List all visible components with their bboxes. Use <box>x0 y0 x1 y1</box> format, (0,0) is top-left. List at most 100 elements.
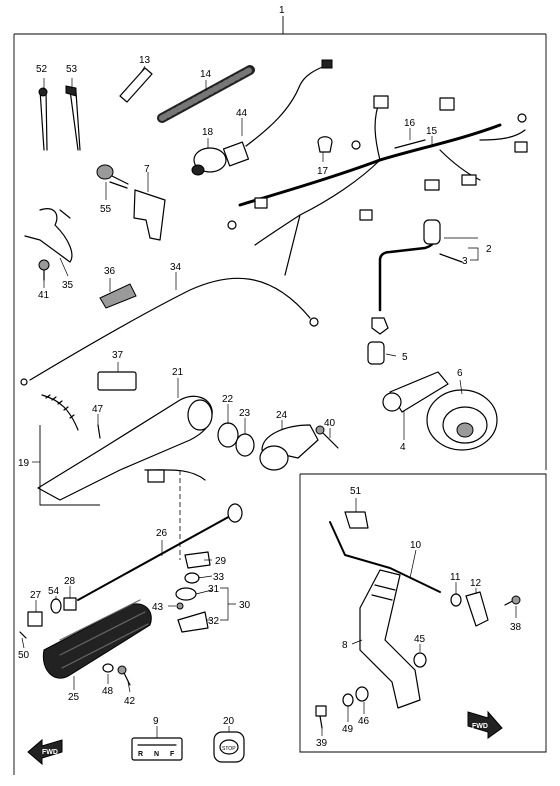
bracket-7 <box>133 189 166 241</box>
callout-47: 47 <box>92 404 104 415</box>
joint-5 <box>367 341 385 365</box>
washer-46 <box>355 686 369 702</box>
callout-46: 46 <box>358 716 370 727</box>
callout-36: 36 <box>104 266 116 277</box>
screw-42 <box>117 665 131 686</box>
callout-21: 21 <box>172 367 184 378</box>
callout-44: 44 <box>236 108 248 119</box>
bushing-22 <box>217 422 239 448</box>
stopper-24 <box>259 424 319 471</box>
shift-label-f: F <box>170 751 175 758</box>
shaft-26 <box>77 503 243 601</box>
callout-51: 51 <box>350 486 362 497</box>
throttle-cable-34 <box>20 277 319 386</box>
callout-45: 45 <box>414 634 426 645</box>
callout-32: 32 <box>208 616 220 627</box>
bolt-38 <box>504 595 521 606</box>
pulley-6 <box>426 389 498 451</box>
bushing-23 <box>235 433 255 457</box>
callout-18: 18 <box>202 127 214 138</box>
callout-29: 29 <box>215 556 227 567</box>
callout-17: 17 <box>317 166 329 177</box>
callout-23: 23 <box>239 408 251 419</box>
grip-25 <box>42 599 152 679</box>
callout-22: 22 <box>222 394 234 405</box>
callout-26: 26 <box>156 528 168 539</box>
lever-12 <box>465 591 489 627</box>
grommet-17 <box>317 136 333 153</box>
washer-49 <box>342 693 354 707</box>
callout-33: 33 <box>213 572 225 583</box>
callout-19: 19 <box>18 458 30 469</box>
stop-button-label: STOP <box>222 746 236 752</box>
callout-7: 7 <box>144 164 150 175</box>
callout-31: 31 <box>208 584 220 595</box>
screw-43 <box>176 602 184 610</box>
pin-47 <box>97 424 101 439</box>
corrugated-tube-14 <box>157 65 255 123</box>
callout-5: 5 <box>402 352 408 363</box>
callout-27: 27 <box>30 590 42 601</box>
stop-switch-18 <box>191 59 333 176</box>
callout-50: 50 <box>18 650 30 661</box>
tube-13 <box>119 67 153 103</box>
callout-1: 1 <box>279 5 285 16</box>
callout-53: 53 <box>66 64 78 75</box>
leader-lines <box>21 65 517 738</box>
bolt-39 <box>315 705 327 729</box>
washer-48 <box>102 663 114 673</box>
callout-34: 34 <box>170 262 182 273</box>
callout-35: 35 <box>62 280 74 291</box>
tie-strap-53 <box>65 85 81 151</box>
plate-31 <box>175 587 197 601</box>
bush-28 <box>63 597 77 611</box>
callout-28: 28 <box>64 576 76 587</box>
callout-55: 55 <box>100 204 112 215</box>
friction-32 <box>177 611 209 633</box>
callout-40: 40 <box>324 418 336 429</box>
callout-20: 20 <box>223 716 235 727</box>
cable-16 <box>394 139 426 149</box>
plate-37 <box>97 371 137 391</box>
callout-37: 37 <box>112 350 124 361</box>
shift-rod-10 <box>329 521 441 593</box>
lever-4 <box>382 371 449 413</box>
shift-assembly-frame <box>299 473 547 753</box>
callout-38: 38 <box>510 622 522 633</box>
callout-43: 43 <box>152 602 164 613</box>
shift-lever-8 <box>359 569 421 709</box>
callout-48: 48 <box>102 686 114 697</box>
bolt-55 <box>96 164 129 189</box>
callout-41: 41 <box>38 290 50 301</box>
fwd-right-label: FWD <box>472 723 488 730</box>
shift-label-n: N <box>154 751 159 758</box>
callout-4: 4 <box>400 442 406 453</box>
callout-25: 25 <box>68 692 80 703</box>
washer-11 <box>450 593 462 607</box>
callout-24: 24 <box>276 410 288 421</box>
fwd-arrow-right: FWD <box>467 710 503 739</box>
callout-13: 13 <box>139 55 151 66</box>
callout-16: 16 <box>404 118 416 129</box>
callout-8: 8 <box>342 640 348 651</box>
spring-19 <box>39 394 100 506</box>
bolt-40 <box>315 425 339 449</box>
clip-51 <box>344 511 369 529</box>
wiring-harness-15 <box>227 95 528 276</box>
callout-30: 30 <box>239 600 251 611</box>
callout-54: 54 <box>48 586 60 597</box>
callout-15: 15 <box>426 126 438 137</box>
callout-10: 10 <box>410 540 422 551</box>
callout-14: 14 <box>200 69 212 80</box>
shift-label-9: R N F <box>131 737 183 761</box>
callout-numbers: 1 2 3 4 5 6 7 8 9 10 11 12 13 14 15 16 1… <box>18 5 522 749</box>
nut-27 <box>27 611 43 627</box>
callout-11: 11 <box>450 572 461 583</box>
washer-54 <box>50 598 62 614</box>
grommet-36 <box>99 283 137 309</box>
fwd-left-label: FWD <box>42 749 58 756</box>
tie-strap-52 <box>38 87 48 151</box>
link-rod-2 <box>371 219 463 335</box>
washer-45 <box>413 652 427 668</box>
